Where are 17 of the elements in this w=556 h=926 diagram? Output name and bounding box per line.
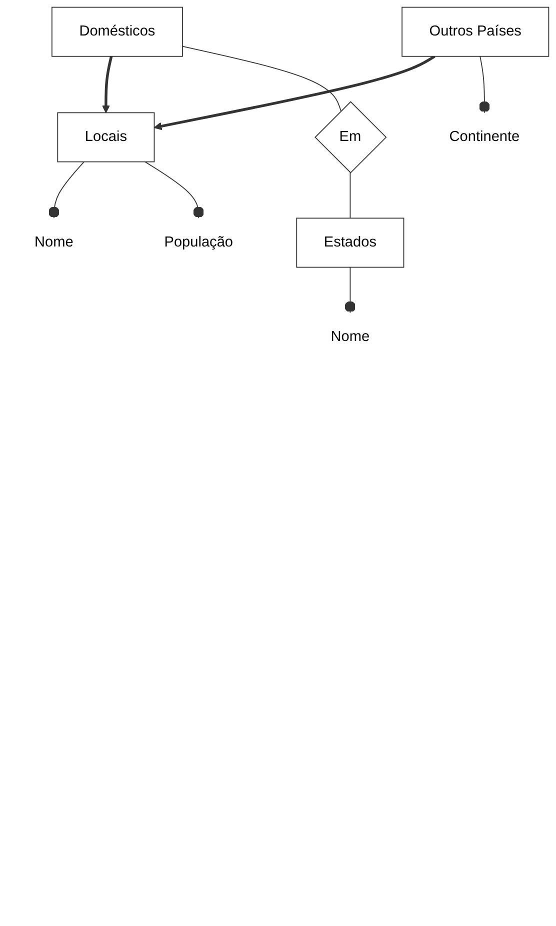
node-box: Locais	[57, 112, 155, 162]
node-box: Outros Países	[402, 6, 550, 57]
connector	[350, 172, 351, 219]
node-box: Estados	[296, 218, 404, 268]
arrow	[102, 56, 113, 114]
node-text: Nome	[330, 329, 370, 345]
arrow	[154, 55, 436, 130]
node-text: Nome	[34, 234, 74, 250]
connector	[144, 161, 204, 219]
node-box: Domésticos	[52, 6, 183, 57]
node-text: População	[164, 234, 234, 250]
connector	[478, 56, 490, 114]
connector	[48, 161, 84, 219]
connector	[182, 46, 342, 112]
node-diamond: Em	[314, 101, 387, 174]
connector	[344, 266, 356, 314]
node-text: Continente	[449, 129, 520, 145]
